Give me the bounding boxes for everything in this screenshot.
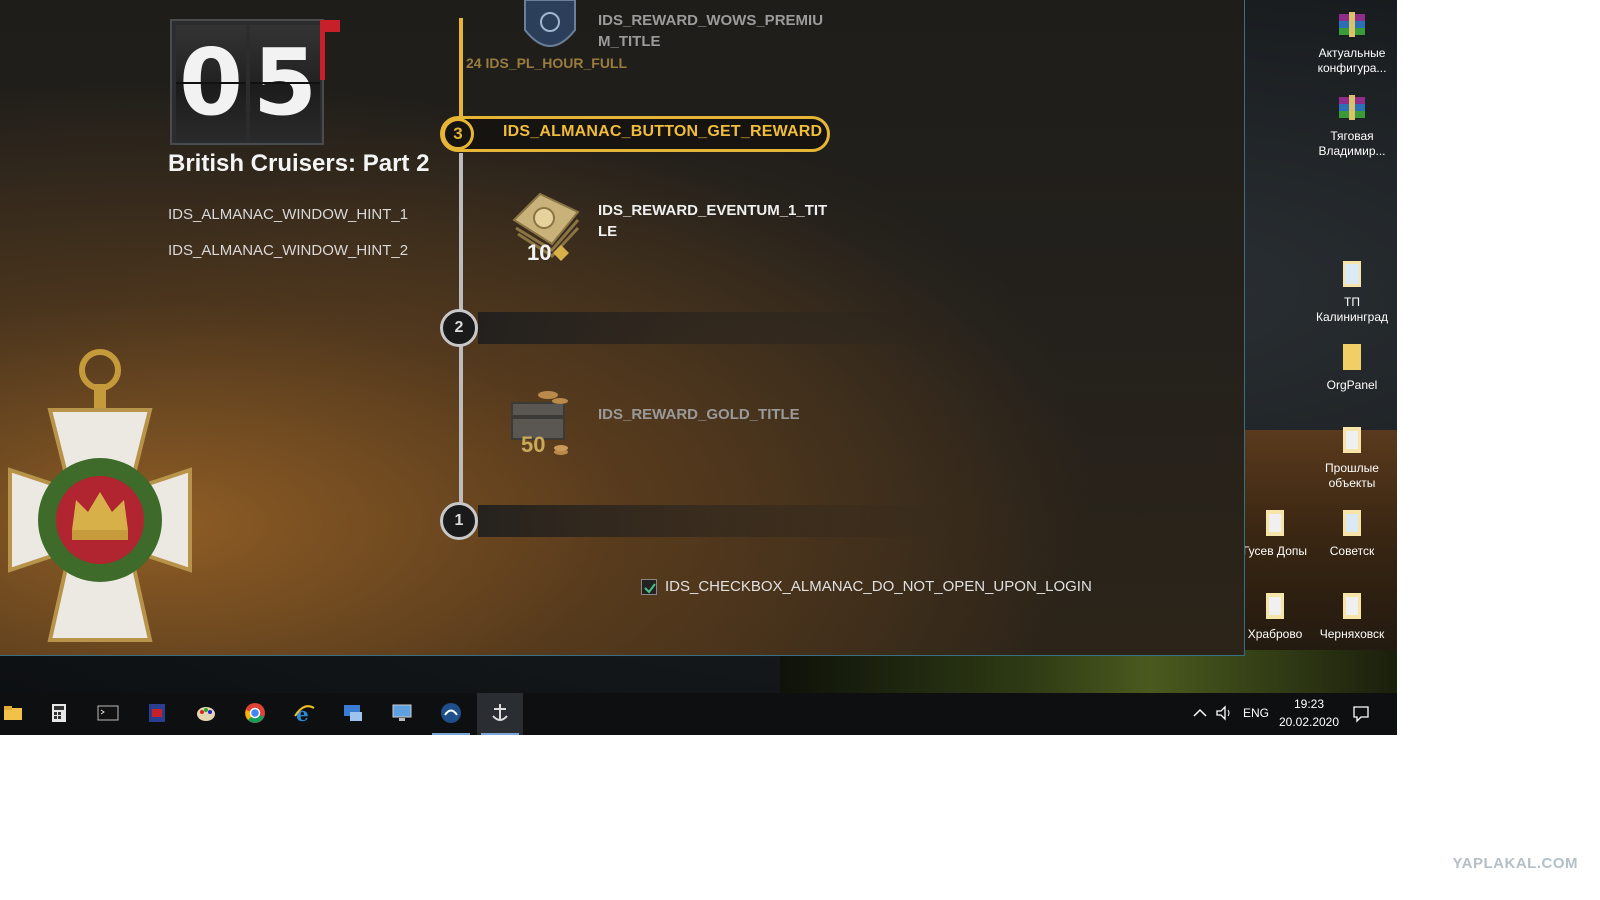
checkmark-icon — [644, 582, 656, 594]
timeline-progress-line — [459, 18, 463, 116]
desktop-icon-label: Советск — [1329, 544, 1375, 558]
taskbar-teamspeak[interactable] — [428, 693, 474, 735]
file-explorer-icon — [4, 706, 22, 720]
wallpaper-hills — [1244, 430, 1397, 690]
folder-icon — [1258, 506, 1292, 540]
winrar-archive-icon — [1335, 91, 1369, 125]
do-not-open-checkbox-label: IDS_CHECKBOX_ALMANAC_DO_NOT_OPEN_UPON_LO… — [665, 578, 1092, 595]
desktop-icon-gusev-dopy[interactable]: Гусев Допы — [1234, 506, 1316, 559]
teamspeak-icon — [441, 703, 461, 723]
desktop-icon-tyagovaya[interactable]: Тяговая Владимир... — [1311, 91, 1393, 159]
eventum-amount: 10 — [527, 240, 552, 265]
taskbar: e ENG 19:23 20.02.2020 — [0, 693, 1397, 735]
desktop-icon-label: Владимир... — [1318, 144, 1386, 158]
taskbar-chrome[interactable] — [232, 693, 278, 735]
step-2-marker[interactable]: 2 — [440, 309, 478, 347]
watermark: YAPLAKAL.COM — [1452, 855, 1578, 872]
clock[interactable]: 19:23 20.02.2020 — [1278, 695, 1340, 731]
folder-icon — [1335, 506, 1369, 540]
desktop-icon-label: Прошлые — [1325, 461, 1379, 475]
desktop-icon-aktualnye[interactable]: Актуальные конфигура... — [1311, 8, 1393, 76]
reward-gold-title: IDS_REWARD_GOLD_TITLE — [598, 406, 800, 423]
world-of-warships-icon — [492, 704, 508, 721]
taskbar-command-prompt[interactable] — [85, 693, 131, 735]
monitor-icon — [392, 704, 412, 721]
calendar-day-counter: 0 5 — [170, 19, 324, 145]
calendar-flag-icon — [320, 20, 340, 80]
paint-icon — [197, 707, 215, 721]
order-medal-icon — [8, 349, 192, 642]
calculator-icon — [52, 704, 66, 722]
taskbar-file-explorer[interactable] — [0, 693, 36, 735]
step-2-row — [478, 312, 948, 344]
eventum-small-icon — [553, 245, 569, 261]
taskbar-remote-desktop[interactable] — [330, 693, 376, 735]
clock-time: 19:23 — [1293, 697, 1325, 711]
almanac-window: 0 5 British Cruisers: Part 2 IDS_ALMANAC… — [0, 0, 1245, 656]
desktop-icon-label: Тяговая — [1330, 129, 1374, 143]
volume-icon[interactable] — [1215, 705, 1233, 721]
folder-icon — [1335, 423, 1369, 457]
folder-icon — [1335, 589, 1369, 623]
folder-icon — [1335, 340, 1369, 374]
folder-icon — [1335, 257, 1369, 291]
desktop-icon-label: ТП — [1344, 295, 1360, 309]
calendar-digit-tens: 0 — [176, 25, 246, 141]
gold-amount: 50 — [521, 432, 546, 457]
do-not-open-checkbox[interactable] — [641, 578, 657, 595]
folder-icon — [1258, 589, 1292, 623]
desktop-icon-label: OrgPanel — [1326, 378, 1378, 392]
taskbar-world-of-warships[interactable] — [477, 693, 523, 735]
reward-premium-duration: 24 IDS_PL_HOUR_FULL — [466, 55, 628, 71]
gold-chest-icon — [511, 391, 568, 440]
taskbar-monitor[interactable] — [379, 693, 425, 735]
taskbar-media-app[interactable] — [134, 693, 180, 735]
remote-desktop-icon — [344, 705, 362, 721]
internet-explorer-icon: e — [294, 702, 315, 724]
step-1-row — [478, 505, 948, 537]
desktop-icon-label: Гусев Допы — [1242, 544, 1307, 558]
reward-premium-title: IDS_REWARD_WOWS_PREMIU M_TITLE — [598, 12, 824, 50]
desktop-icon-sovetsk[interactable]: Советск — [1311, 506, 1393, 559]
chrome-icon — [245, 703, 265, 723]
clock-date: 20.02.2020 — [1278, 715, 1340, 729]
reward-eventum-title: IDS_REWARD_EVENTUM_1_TIT LE — [598, 202, 828, 240]
window-hint-2: IDS_ALMANAC_WINDOW_HINT_2 — [168, 242, 409, 259]
desktop-icon-proshlye-obekty[interactable]: Прошлые объекты — [1311, 423, 1393, 491]
get-reward-label: IDS_ALMANAC_BUTTON_GET_REWARD — [503, 123, 823, 140]
wallpaper-grass — [780, 650, 1397, 695]
taskbar-paint[interactable] — [183, 693, 229, 735]
desktop-icon-label: Калининград — [1315, 310, 1389, 324]
taskbar-internet-explorer[interactable]: e — [281, 693, 327, 735]
taskbar-calculator[interactable] — [36, 693, 82, 735]
desktop-icon-label: Храброво — [1247, 627, 1303, 641]
step-3-number: 3 — [442, 118, 474, 150]
step-1-marker[interactable]: 1 — [440, 502, 478, 540]
page-title: British Cruisers: Part 2 — [168, 150, 430, 177]
window-hint-1: IDS_ALMANAC_WINDOW_HINT_1 — [168, 206, 409, 223]
chevron-up-icon[interactable] — [1193, 708, 1207, 718]
gold-coins-icon — [554, 445, 568, 455]
running-indicator — [432, 733, 470, 735]
command-prompt-icon — [97, 705, 119, 721]
desktop-icon-orgpanel[interactable]: OrgPanel — [1311, 340, 1393, 393]
premium-account-icon — [524, 0, 576, 47]
desktop-icon-khrabrovo[interactable]: Храброво — [1234, 589, 1316, 642]
desktop-icon-label: Черняховск — [1319, 627, 1385, 641]
desktop-icon-label: конфигура... — [1317, 61, 1387, 75]
running-indicator — [481, 733, 519, 735]
eventum-coins-icon — [512, 192, 580, 258]
notifications-icon[interactable] — [1352, 705, 1370, 723]
desktop-icon-label: объекты — [1328, 476, 1376, 490]
desktop-icon-chernyakhovsk[interactable]: Черняховск — [1311, 589, 1393, 642]
language-indicator[interactable]: ENG — [1243, 706, 1270, 720]
do-not-open-checkbox-row[interactable]: IDS_CHECKBOX_ALMANAC_DO_NOT_OPEN_UPON_LO… — [641, 578, 1092, 595]
desktop-icon-tp-kaliningrad[interactable]: ТП Калининград — [1311, 257, 1393, 325]
desktop-icon-label: Актуальные — [1318, 46, 1386, 60]
calendar-digit-ones: 5 — [250, 25, 320, 141]
winrar-archive-icon — [1335, 8, 1369, 42]
get-reward-button[interactable]: 3 IDS_ALMANAC_BUTTON_GET_REWARD — [440, 116, 830, 152]
media-app-icon — [149, 704, 165, 722]
